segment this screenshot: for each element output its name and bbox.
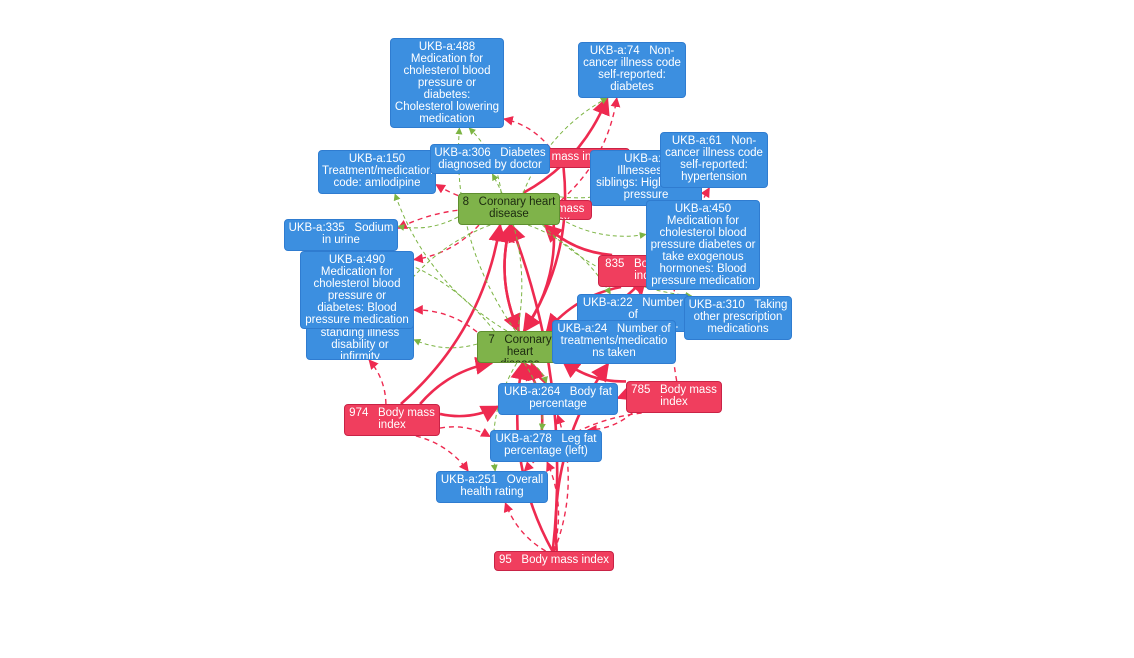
- node-ukb-a-310[interactable]: UKB-a:310 Taking other prescription medi…: [684, 296, 792, 340]
- node-ukb-a-490[interactable]: UKB-a:490 Medication for cholesterol blo…: [300, 251, 414, 329]
- edge-n8-n74: [522, 97, 608, 194]
- edge-n785-n7: [561, 359, 627, 383]
- edge-n8-n335: [397, 216, 459, 231]
- node-coronary-heart-disease-7[interactable]: 7 Coronary heart disease: [477, 331, 563, 363]
- node-label: UKB-a:278 Leg fat percentage (left): [495, 433, 597, 457]
- node-ukb-a-61[interactable]: UKB-a:61 Non- cancer illness code self-r…: [660, 132, 768, 188]
- edge-n8-n490: [413, 224, 480, 264]
- node-ukb-a-264[interactable]: UKB-a:264 Body fat percentage: [498, 383, 618, 415]
- node-label: 785 Body mass index: [631, 384, 717, 408]
- edge-n835-n8: [543, 223, 613, 257]
- edge-n974-n8: [400, 223, 507, 405]
- node-ukb-a-450[interactable]: UKB-a:450 Medication for cholesterol blo…: [646, 200, 760, 290]
- edge-n95-n251: [503, 502, 546, 552]
- node-label: 8 Coronary heart disease: [462, 196, 556, 220]
- edge-n974-n264: [439, 405, 500, 423]
- node-ukb-a-24[interactable]: UKB-a:24 Number of treatments/medicatio …: [552, 320, 676, 364]
- edge-nBmiMid-n335: [397, 208, 521, 229]
- node-ukb-a-74[interactable]: UKB-a:74 Non- cancer illness code self-r…: [578, 42, 686, 98]
- edge-n785-n264: [616, 383, 637, 401]
- node-label: UKB-a:74 Non- cancer illness code self-r…: [583, 45, 681, 93]
- edge-n974-nDis: [368, 359, 387, 405]
- edge-n785-n278: [586, 412, 633, 435]
- edge-n7-nDis: [413, 339, 478, 349]
- edge-nBmiMid-n74: [560, 97, 621, 201]
- node-ukb-a-278[interactable]: UKB-a:278 Leg fat percentage (left): [490, 430, 602, 462]
- node-label: UKB-a:306 Diabetes diagnosed by doctor: [434, 147, 546, 171]
- node-ukb-a-306[interactable]: UKB-a:306 Diabetes diagnosed by doctor: [430, 144, 550, 174]
- edge-n7-n8: [497, 223, 520, 332]
- edge-n835-n22: [634, 285, 645, 295]
- edge-n974-n251: [415, 435, 469, 472]
- node-label: 7 Coronary heart disease: [488, 334, 552, 362]
- node-ukb-a-488[interactable]: UKB-a:488 Medication for cholesterol blo…: [390, 38, 504, 128]
- node-label: UKB-a:61 Non- cancer illness code self-r…: [665, 135, 763, 183]
- node-bmi-785[interactable]: 785 Body mass index: [626, 381, 722, 413]
- node-label: UKB-a:310 Taking other prescription medi…: [688, 299, 788, 335]
- edge-n7-n264: [531, 362, 548, 384]
- node-label: 95 Body mass index: [499, 554, 609, 566]
- node-bmi-95[interactable]: 95 Body mass index: [494, 551, 614, 571]
- node-ukb-a-251[interactable]: UKB-a:251 Overall health rating: [436, 471, 548, 503]
- edge-nBmiTop-n7: [522, 167, 567, 333]
- node-label: UKB-a:335 Sodium in urine: [288, 222, 394, 246]
- node-label: UKB-a:490 Medication for cholesterol blo…: [305, 254, 409, 326]
- node-label: UKB-a:24 Number of treatments/medicatio …: [557, 323, 671, 359]
- node-bmi-974[interactable]: 974 Body mass index: [344, 404, 440, 436]
- node-coronary-heart-disease-8[interactable]: 8 Coronary heart disease: [458, 193, 560, 225]
- node-label: UKB-a:251 Overall health rating: [440, 474, 544, 498]
- node-label: UKB-a:150 Treatment/medication code: aml…: [322, 153, 433, 189]
- node-label: UKB-a:450 Medication for cholesterol blo…: [650, 203, 756, 287]
- node-label: UKB-a:2 Illnesses of siblings: High bloo…: [596, 153, 696, 201]
- edge-n95-n278: [546, 461, 560, 552]
- edge-n8-n450: [559, 218, 647, 239]
- node-ukb-a-335[interactable]: UKB-a:335 Sodium in urine: [284, 219, 398, 251]
- node-label: UKB-a:264 Body fat percentage: [503, 386, 613, 410]
- node-ukb-a-150[interactable]: UKB-a:150 Treatment/medication code: aml…: [318, 150, 436, 194]
- node-label: UKB-a:488 Medication for cholesterol blo…: [394, 41, 500, 125]
- edge-n7-n150: [393, 193, 508, 332]
- edge-n974-n278: [439, 426, 491, 438]
- edge-n974-n7: [419, 356, 494, 405]
- node-label: 974 Body mass index: [349, 407, 435, 431]
